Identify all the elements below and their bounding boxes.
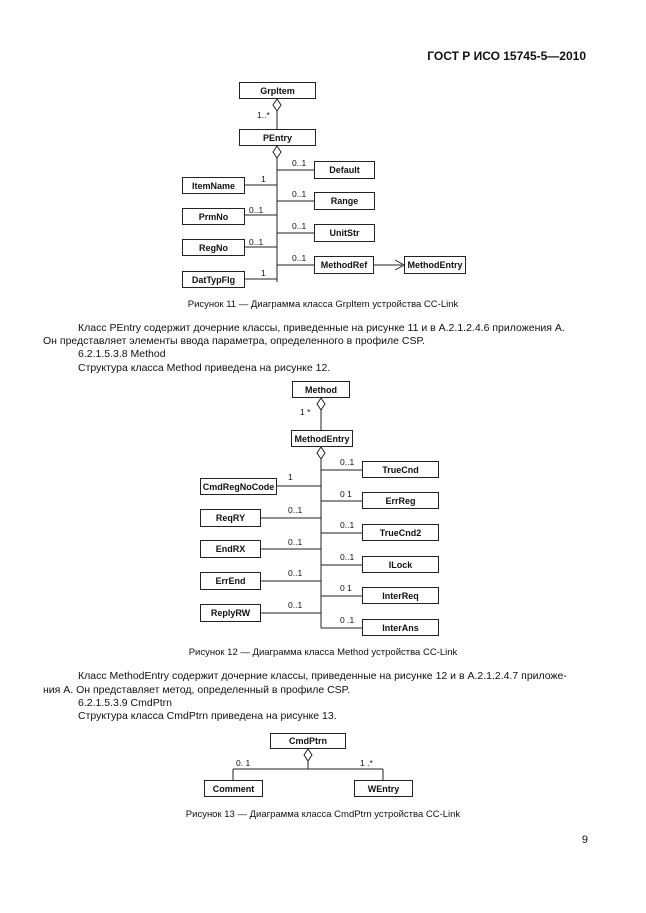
class-dattypflg: DatTypFlg — [182, 271, 245, 288]
class-replyrw: ReplyRW — [200, 604, 261, 622]
class-methodref: MethodRef — [314, 256, 374, 274]
paragraph-methodentry-line1: Класс MethodEntry содержит дочерние клас… — [78, 670, 567, 682]
mult-itemname: 1 — [261, 174, 266, 184]
figure-11-caption: Рисунок 11 — Диаграмма класса GrpItem ус… — [187, 299, 459, 310]
mult-interans: 0 .1 — [340, 615, 355, 625]
paragraph-pentry-line1: Класс PEntry содержит дочерние классы, п… — [78, 322, 565, 334]
mult-ilock: 0..1 — [340, 552, 355, 562]
class-interans: InterAns — [362, 619, 439, 636]
mult-grpitem-pentry: 1..* — [257, 110, 270, 120]
class-unitstr: UnitStr — [314, 224, 375, 242]
paragraph-methodentry-line2: ния А. Он представляет метод, определенн… — [43, 684, 351, 696]
paragraph-cmdptrn-intro: Структура класса CmdPtrn приведена на ри… — [78, 710, 337, 722]
class-methodentry: MethodEntry — [404, 256, 466, 274]
paragraph-method-intro: Структура класса Method приведена на рис… — [78, 362, 331, 374]
class-truecnd: TrueCnd — [362, 461, 439, 478]
mult-errreg: 0 1 — [340, 489, 352, 499]
class-errreg: ErrReg — [362, 492, 439, 509]
mult-comment: 0. 1 — [236, 758, 251, 768]
mult-interreq: 0 1 — [340, 583, 352, 593]
class-pentry: PEntry — [239, 129, 316, 146]
section-heading-method: 6.2.1.5.3.8 Method — [78, 348, 166, 360]
page-number: 9 — [581, 834, 588, 846]
mult-prmno: 0..1 — [249, 205, 264, 215]
class-interreq: InterReq — [362, 587, 439, 604]
standard-header: ГОСТ Р ИСО 15745-5—2010 — [427, 49, 586, 63]
class-ilock: ILock — [362, 556, 439, 573]
figure-13-caption: Рисунок 13 — Диаграмма класса CmdPtrn ус… — [185, 809, 461, 820]
class-methodentry-fig12: MethodEntry — [291, 430, 353, 447]
mult-reqry: 0..1 — [288, 505, 303, 515]
class-comment: Comment — [204, 780, 263, 797]
class-wentry: WEntry — [354, 780, 413, 797]
mult-methodref: 0..1 — [292, 253, 307, 263]
class-errend: ErrEnd — [200, 572, 261, 590]
mult-endrx: 0..1 — [288, 537, 303, 547]
class-truecnd2: TrueCnd2 — [362, 524, 439, 541]
class-method: Method — [292, 381, 350, 398]
mult-default: 0..1 — [292, 158, 307, 168]
section-heading-cmdptrn: 6.2.1.5.3.9 CmdPtrn — [78, 697, 172, 709]
mult-truecnd: 0..1 — [340, 457, 355, 467]
mult-replyrw: 0..1 — [288, 600, 303, 610]
class-endrx: EndRX — [200, 540, 261, 558]
mult-range: 0..1 — [292, 189, 307, 199]
class-reqry: ReqRY — [200, 509, 261, 527]
paragraph-pentry-line2: Он представляет элементы ввода параметра… — [43, 335, 426, 347]
mult-method-entry: 1 * — [300, 407, 311, 417]
mult-unitstr: 0..1 — [292, 221, 307, 231]
mult-errend: 0..1 — [288, 568, 303, 578]
class-prmno: PrmNo — [182, 208, 245, 225]
mult-dattypflg: 1 — [261, 268, 266, 278]
mult-wentry: 1 .* — [360, 758, 373, 768]
class-default: Default — [314, 161, 375, 179]
class-range: Range — [314, 192, 375, 210]
mult-cmdregnocode: 1 — [288, 472, 293, 482]
class-grpitem: GrpItem — [239, 82, 316, 99]
mult-truecnd2: 0..1 — [340, 520, 355, 530]
class-itemname: ItemName — [182, 177, 245, 194]
mult-regno: 0..1 — [249, 237, 264, 247]
class-regno: RegNo — [182, 239, 245, 256]
class-cmdptrn: CmdPtrn — [270, 733, 346, 749]
figure-12-caption: Рисунок 12 — Диаграмма класса Method уст… — [188, 647, 458, 658]
class-cmdregnocode: CmdRegNoCode — [200, 478, 277, 495]
